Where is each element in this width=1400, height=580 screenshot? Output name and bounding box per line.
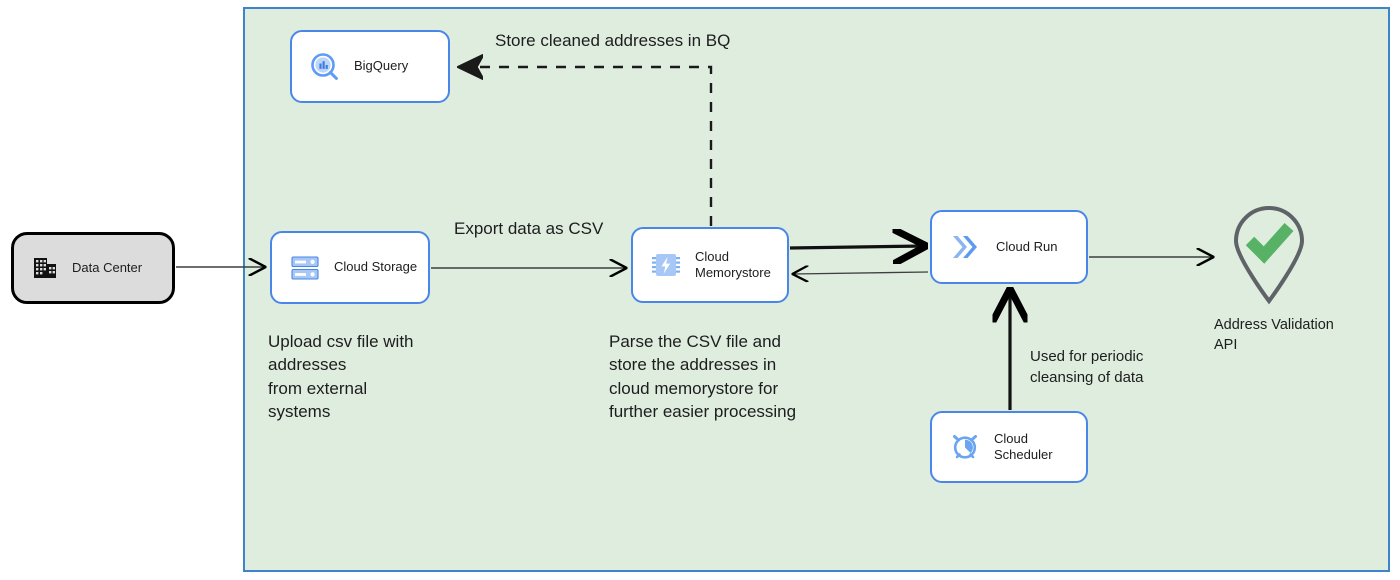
node-label-cloud-run: Cloud Run	[996, 238, 1058, 254]
data-center-icon	[32, 255, 58, 281]
edge-label-export-data-as-csv: Export data as CSV	[454, 219, 604, 238]
node-bigquery[interactable]: BigQuery	[290, 30, 450, 103]
note-periodic-cleansing: Used for periodic cleansing of data	[1030, 348, 1144, 387]
node-cloud-storage[interactable]: Cloud Storage	[270, 231, 430, 304]
node-address-validation-api[interactable]: Address Validation API	[1214, 205, 1394, 355]
node-cloud-run[interactable]: Cloud Run	[930, 210, 1088, 284]
cloud-run-icon	[950, 233, 982, 261]
node-label-cloud-memorystore: Cloud Memorystore	[695, 248, 771, 280]
node-data-center[interactable]: Data Center	[11, 232, 175, 304]
cloud-scheduler-icon	[950, 432, 980, 462]
node-label-cloud-storage: Cloud Storage	[334, 259, 418, 275]
edge-label-store-cleaned-addresses: Store cleaned addresses in BQ	[495, 31, 731, 50]
node-cloud-scheduler[interactable]: Cloud Scheduler	[930, 411, 1088, 483]
note-parse-csv: Parse the CSV file and store the address…	[609, 332, 797, 422]
node-cloud-memorystore[interactable]: Cloud Memorystore	[631, 227, 789, 303]
node-label-address-validation-api: Address Validation API	[1214, 317, 1334, 353]
node-label-cloud-scheduler: Cloud Scheduler	[994, 430, 1053, 462]
note-upload-csv: Upload csv file with addresses from exte…	[268, 332, 414, 422]
node-label-data-center: Data Center	[72, 259, 143, 275]
cloud-memorystore-icon	[651, 250, 681, 280]
cloud-storage-icon	[290, 254, 320, 282]
node-label-bigquery: BigQuery	[354, 58, 409, 74]
bigquery-icon	[310, 52, 340, 82]
map-pin-check-icon	[1224, 205, 1314, 310]
